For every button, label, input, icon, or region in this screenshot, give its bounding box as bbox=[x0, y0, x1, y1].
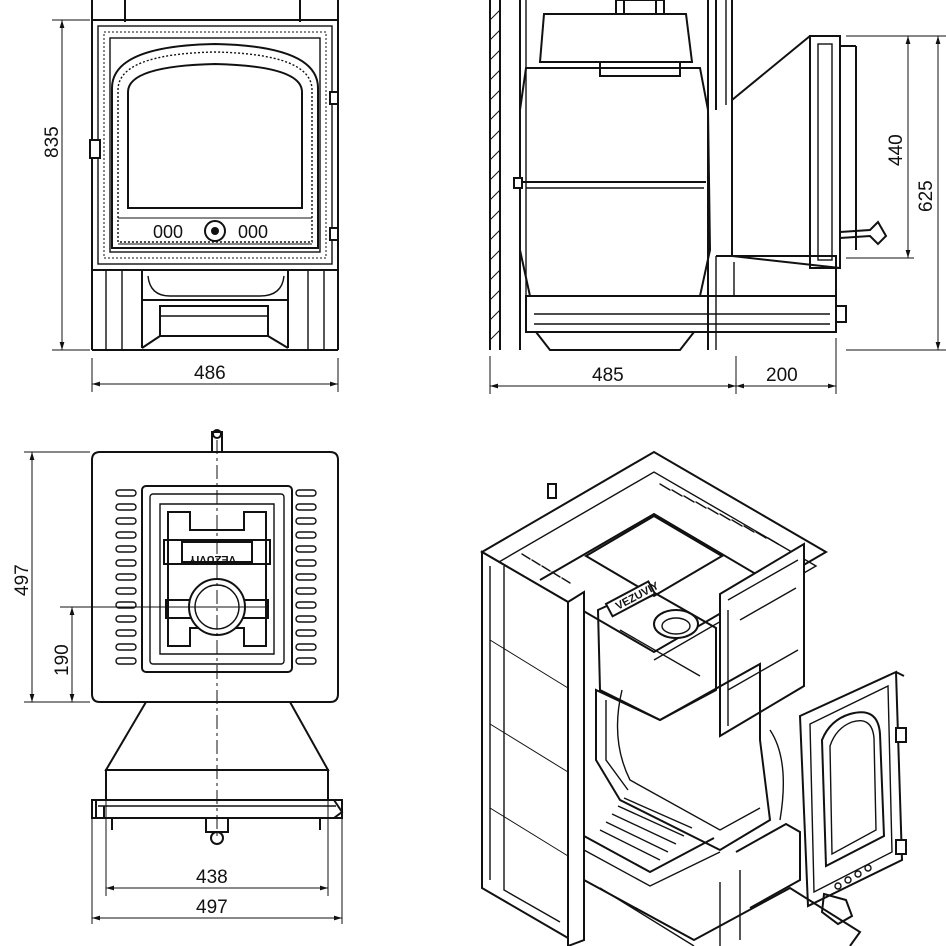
outer-width-dimension: 497 bbox=[196, 897, 228, 918]
top-right-vent-slots bbox=[295, 489, 317, 665]
top-brand-text: VEZUVIY bbox=[188, 553, 236, 565]
front-vent-right: 000 bbox=[238, 222, 268, 242]
side-depth-dimension: 485 bbox=[592, 365, 624, 386]
total-height-dimension: 625 bbox=[916, 180, 937, 212]
offset-dimension: 190 bbox=[52, 644, 73, 676]
front-view: 000 000 486 835 bbox=[42, 0, 339, 392]
front-vent-left: 000 bbox=[153, 222, 183, 242]
top-left-vent-slots bbox=[115, 489, 137, 665]
iso-vent-slots bbox=[521, 483, 779, 584]
inner-width-dimension: 438 bbox=[196, 867, 228, 888]
front-width-dimension: 486 bbox=[194, 363, 226, 384]
tank-depth-dimension: 200 bbox=[766, 365, 798, 386]
isometric-view: VEZUVIY bbox=[480, 450, 907, 946]
iso-door-vents bbox=[834, 864, 872, 890]
top-view: VEZUVIY 497 190 438 497 bbox=[12, 429, 344, 924]
door-height-dimension: 440 bbox=[886, 134, 907, 166]
top-depth-dimension: 497 bbox=[12, 564, 33, 596]
front-height-dimension: 835 bbox=[42, 126, 63, 158]
side-view: 485 200 440 625 bbox=[489, 0, 946, 394]
iso-grate bbox=[583, 797, 721, 887]
front-knob-icon bbox=[204, 220, 226, 242]
